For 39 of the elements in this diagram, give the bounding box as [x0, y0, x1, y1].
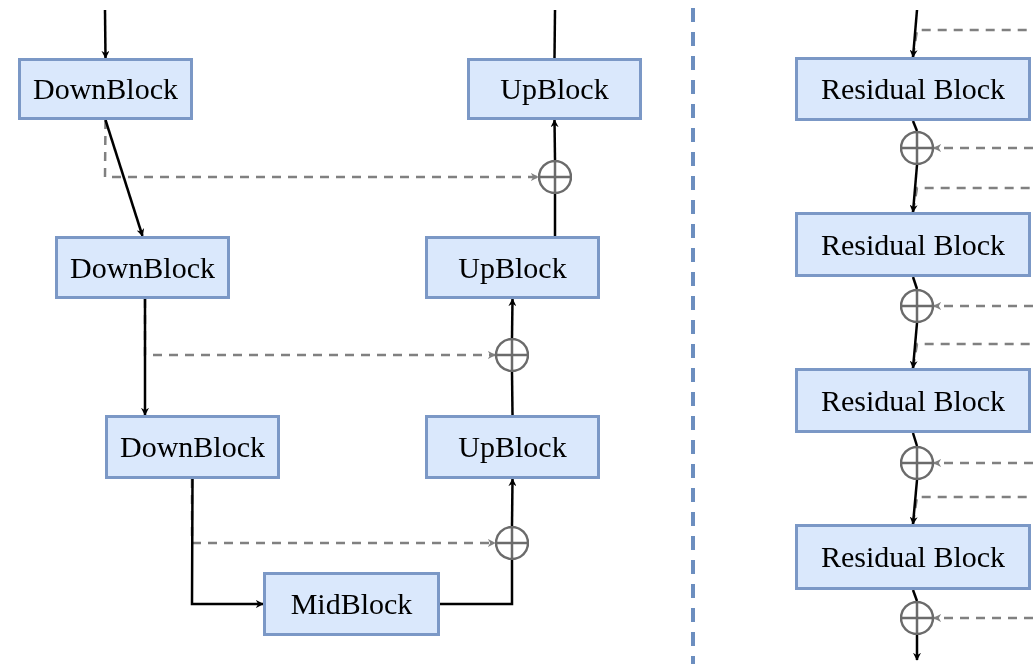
block-label: Residual Block [820, 385, 1006, 416]
arrow [141, 299, 149, 416]
arrow [909, 9, 919, 58]
arrow [909, 479, 919, 525]
block-label: DownBlock [70, 252, 215, 283]
block-label: Residual Block [820, 229, 1006, 260]
arrow [101, 10, 110, 59]
block-label: MidBlock [290, 589, 413, 619]
arrow [550, 119, 559, 160]
block-box [55, 236, 230, 299]
block-label: UpBlock [500, 74, 609, 104]
block-label: UpBlock [458, 252, 567, 283]
arrow [508, 298, 517, 338]
arrow [913, 635, 921, 661]
block-box [425, 415, 600, 479]
block-box [425, 236, 600, 299]
block-box [795, 368, 1031, 433]
block-label: Residual Block [820, 542, 1006, 572]
block-box [263, 572, 440, 636]
block-label: DownBlock [120, 432, 265, 462]
arrow [909, 164, 919, 213]
block-label: Residual Block [820, 74, 1006, 104]
block-box [18, 58, 193, 120]
block-box [105, 415, 280, 479]
block-label: UpBlock [458, 432, 567, 462]
skip-connection [933, 614, 1033, 622]
skip-connection [933, 459, 1033, 467]
block-box [795, 57, 1031, 121]
block-box [795, 524, 1031, 590]
block-label: DownBlock [33, 74, 178, 104]
block-box [795, 212, 1031, 277]
block-box [467, 58, 642, 120]
arrow [104, 119, 145, 237]
skip-connection [933, 302, 1033, 310]
arrow [190, 479, 264, 608]
arrow [508, 478, 517, 526]
skip-connection [103, 120, 539, 181]
skip-connection [933, 144, 1033, 152]
arrow [909, 322, 919, 369]
